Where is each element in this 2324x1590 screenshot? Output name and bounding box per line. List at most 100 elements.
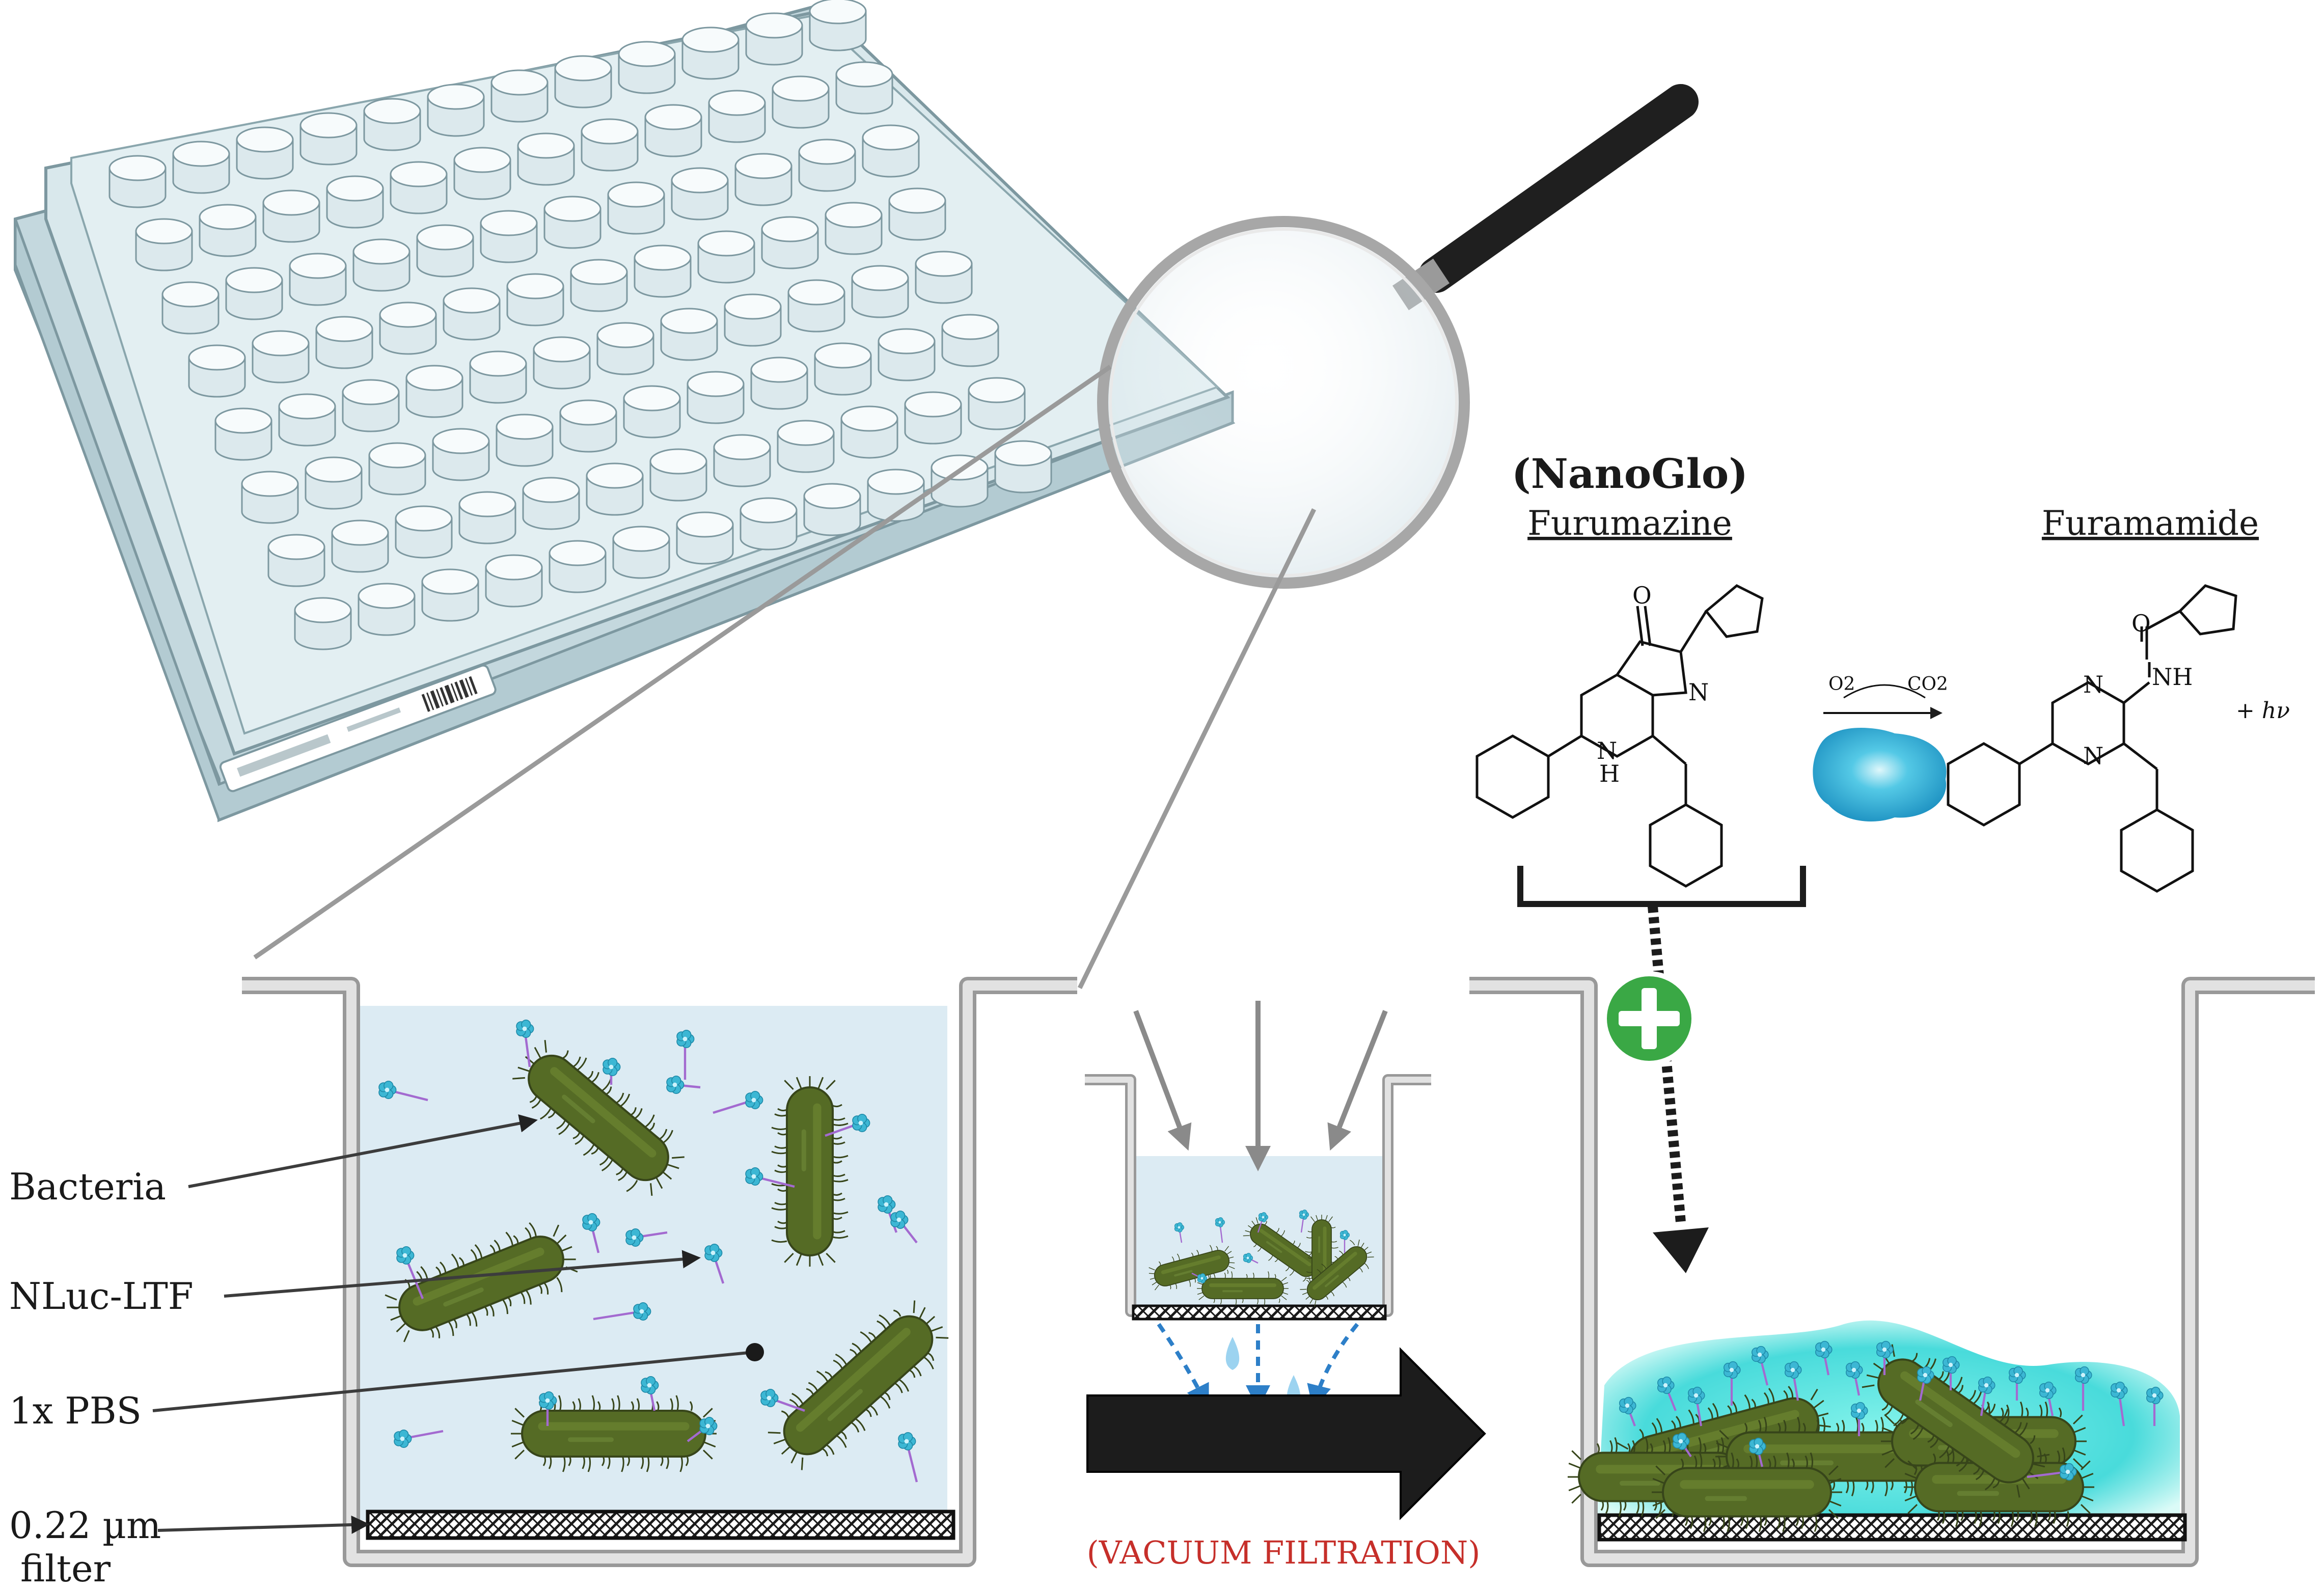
nluc-ltf-protein <box>2146 1386 2164 1426</box>
atom-h-substrate: H <box>1599 760 1620 787</box>
plate-well <box>915 251 973 304</box>
plate-well <box>840 405 898 459</box>
plate-well <box>427 84 485 137</box>
well-right <box>1469 977 2315 1567</box>
plate-well <box>496 414 554 467</box>
plate-well <box>262 189 320 243</box>
label-co2: CO2 <box>1907 674 1948 695</box>
plate-well <box>941 314 999 367</box>
plate-well <box>740 497 798 551</box>
plate-well <box>634 244 692 298</box>
well-middle-filtration <box>1085 1001 1431 1410</box>
plate-well <box>724 293 782 347</box>
plate-well <box>363 98 421 151</box>
plate-well <box>888 187 946 241</box>
nluc-ltf-protein <box>1724 1361 1741 1406</box>
plate-well <box>469 350 527 404</box>
plate-well <box>294 597 352 650</box>
nluc-ltf-protein <box>516 1020 534 1067</box>
reaction-scheme: (NanoGlo) Furumazine Furamamide O N N <box>1475 450 2290 893</box>
plate-well <box>225 267 283 320</box>
label-vacuum-filtration: (VACUUM FILTRATION) <box>1087 1534 1481 1571</box>
atom-n1-product: N <box>2083 671 2103 698</box>
plate-well <box>713 434 771 487</box>
nluc-ltf-protein <box>1978 1376 1995 1416</box>
plate-well <box>299 112 358 166</box>
plate-well <box>326 175 384 229</box>
nluc-ltf-protein <box>625 1228 668 1247</box>
legend-labels: Bacteria NLuc-LTF 1x PBS 0.22 µm filter <box>9 1114 764 1590</box>
bacterium <box>511 1395 717 1472</box>
plate-well <box>581 118 639 172</box>
atom-o-substrate: O <box>1632 582 1652 609</box>
plate-well <box>236 126 294 180</box>
nluc-ltf-protein <box>1851 1402 1868 1436</box>
nluc-ltf-protein <box>641 1376 659 1411</box>
plate-well <box>358 583 416 636</box>
plate-well <box>443 287 501 341</box>
plate-well <box>485 554 543 608</box>
atom-nh-product: NH <box>2152 663 2193 691</box>
label-furumazine: Furumazine <box>1527 504 1732 543</box>
nluc-ltf-protein <box>1243 1253 1259 1264</box>
plate-wells <box>108 0 1052 650</box>
plate-well <box>549 540 607 593</box>
bacterium <box>1197 1271 1289 1306</box>
nluc-ltf-protein <box>2111 1381 2128 1427</box>
plate-well <box>660 308 718 361</box>
plate-well <box>480 210 538 263</box>
nluc-ltf-protein <box>1846 1361 1863 1396</box>
plate-well <box>342 379 400 432</box>
plate-well <box>904 391 962 445</box>
atom-o-product: O <box>2131 610 2151 637</box>
plate-well <box>432 428 490 481</box>
process-arrow <box>1086 1347 1486 1520</box>
label-furamamide: Furamamide <box>2042 504 2259 543</box>
plate-well <box>623 385 681 438</box>
plate-well <box>761 216 819 269</box>
nluc-ltf-protein <box>1943 1356 1960 1390</box>
nluc-ltf-protein <box>396 1246 424 1299</box>
plate-well <box>352 238 411 292</box>
plate-well <box>289 253 347 306</box>
nluc-ltf-protein <box>760 1389 805 1412</box>
nluc-ltf-protein <box>898 1432 918 1483</box>
plate-well <box>994 440 1052 494</box>
plate-well <box>533 336 591 390</box>
label-nluc-ltf: NLuc-LTF <box>9 1275 194 1318</box>
nluc-ltf-protein <box>704 1244 725 1284</box>
plate-well <box>315 316 373 369</box>
atom-n1-substrate: N <box>1688 678 1709 706</box>
bacterium <box>1652 1452 1842 1532</box>
magnifying-glass-icon <box>1097 84 1699 589</box>
label-nanoglo: (NanoGlo) <box>1512 450 1748 498</box>
nluc-ltf-protein <box>1339 1230 1350 1253</box>
label-pbs: 1x PBS <box>9 1389 142 1432</box>
plate-well <box>825 202 883 255</box>
plate-well <box>416 224 474 278</box>
plate-barcode-label <box>219 664 497 792</box>
plate-well <box>618 41 676 94</box>
nluc-ltf-protein <box>593 1302 651 1321</box>
nluc-ltf-protein <box>1191 1272 1208 1283</box>
nluc-ltf-protein <box>582 1213 600 1253</box>
plate-well <box>697 230 755 284</box>
plate-well <box>570 259 628 312</box>
bacterium <box>771 1076 849 1267</box>
nluc-ltf-protein <box>1815 1340 1833 1376</box>
plate-well <box>517 132 575 186</box>
plate-well <box>390 161 448 214</box>
atom-n2-product: N <box>2083 742 2103 770</box>
nluc-ltf-protein <box>2039 1381 2057 1416</box>
plate-well <box>252 330 310 383</box>
plate-well <box>745 12 803 66</box>
nluc-ltf-protein <box>1688 1386 1705 1427</box>
plate-well <box>188 344 246 398</box>
plate-well <box>305 456 363 510</box>
plate-well <box>554 55 612 108</box>
plate-well <box>108 155 167 208</box>
plate-well <box>522 477 580 530</box>
plate-well <box>241 471 299 524</box>
plate-well <box>931 454 989 508</box>
